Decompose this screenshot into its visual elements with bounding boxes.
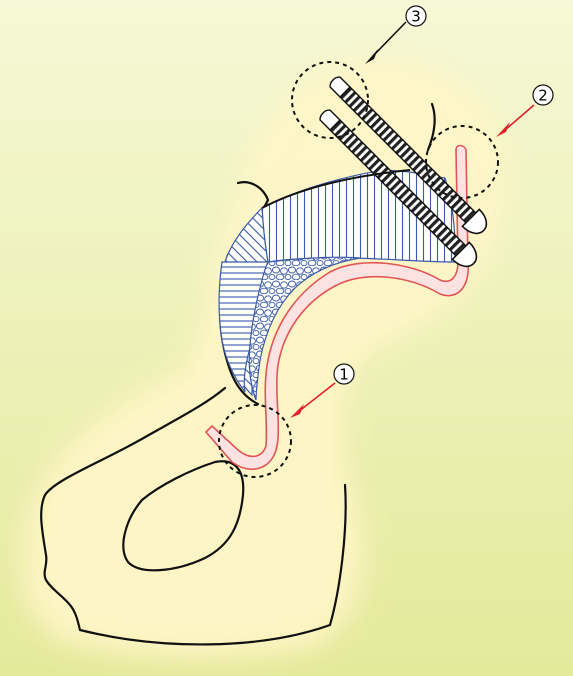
callout-label-3: 3 [411,8,421,26]
callout-label-1: 1 [339,366,349,384]
callout-badge-3: 3 [406,6,426,26]
callout-badge-2: 2 [533,85,553,105]
callout-label-2: 2 [538,87,548,105]
callout-badge-1: 1 [334,364,354,384]
